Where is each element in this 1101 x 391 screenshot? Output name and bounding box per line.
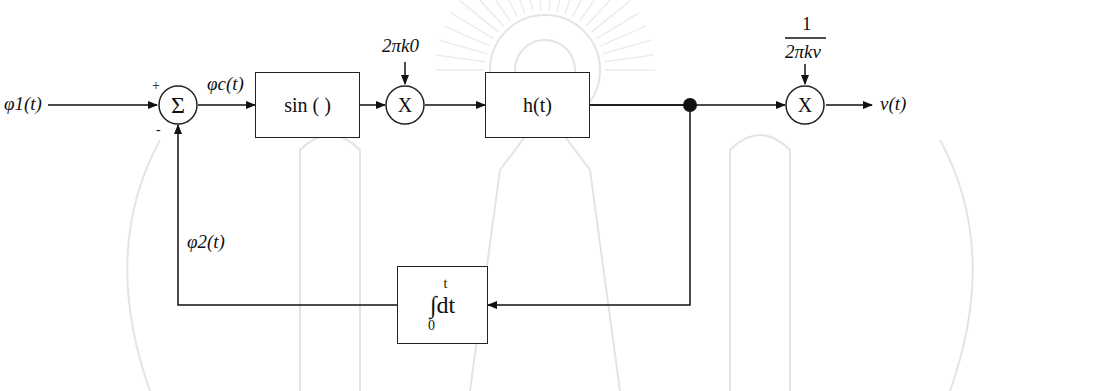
signal-name: φ2(t) — [185, 232, 227, 253]
block-label: X — [798, 94, 812, 116]
gain-input-line — [404, 62, 406, 84]
summing-junction: Σ — [158, 85, 198, 125]
signal-path — [178, 125, 397, 305]
gain-label: 2πk0 — [380, 36, 421, 57]
signal-name: φc(t) — [205, 74, 246, 95]
gain-label: 1 — [800, 14, 814, 35]
sine-block: sin ( ) — [255, 72, 360, 138]
integral-limit: t — [444, 276, 448, 291]
input-line — [48, 104, 157, 106]
integral-limit: 0 — [428, 318, 435, 333]
gain-label: 2πkv — [783, 42, 823, 63]
output-line — [826, 104, 872, 106]
multiplier: X — [385, 85, 425, 125]
block-label: Σ — [171, 92, 185, 118]
multiplier: X — [785, 85, 825, 125]
fraction-bar — [785, 37, 826, 39]
integral-sign: ∫dt — [430, 292, 455, 318]
block-label: h(t) — [523, 94, 552, 116]
gain-input-line — [804, 64, 806, 84]
block-label: sin ( ) — [284, 94, 331, 116]
filter-block: h(t) — [485, 72, 590, 138]
sign-mark: - — [154, 122, 163, 137]
signal-name: v(t) — [878, 94, 908, 115]
signal-path — [360, 104, 385, 106]
block-label: X — [398, 94, 412, 116]
integrator-block: t∫dt0 — [397, 266, 488, 344]
signal-name: φ1(t) — [2, 94, 44, 115]
signal-path — [425, 104, 485, 106]
sign-mark: + — [150, 78, 162, 93]
signal-path — [198, 104, 255, 106]
